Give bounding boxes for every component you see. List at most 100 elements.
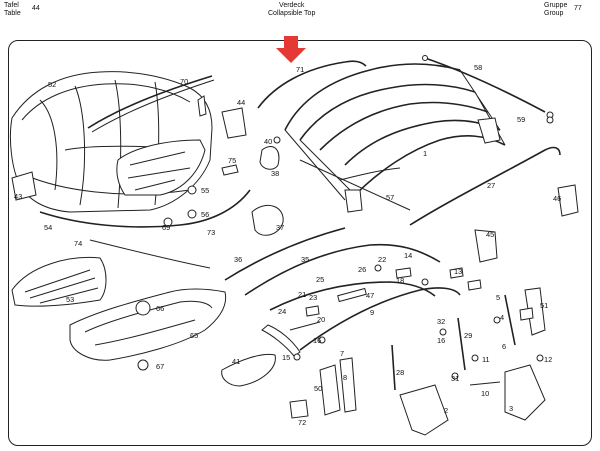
link-29 [457,317,466,371]
knob-66 [135,300,151,316]
callout-5: 5 [496,293,500,302]
clip-72 [289,399,309,419]
front-header-bow [257,60,367,109]
side-rail-rod [422,55,554,119]
callout-45: 45 [486,230,494,239]
rod-10 [469,381,501,386]
bracket-37 [251,204,284,236]
clip-75 [221,164,239,176]
callout-40: 40 [264,137,272,146]
callout-8: 8 [343,373,347,382]
header-verdeck: Verdeck [279,2,305,9]
callout-54: 54 [44,223,52,232]
header-group-info: Gruppe Group 77 [544,2,582,18]
clip-5 [519,307,534,321]
clip-13 [449,267,464,279]
callout-72: 72 [298,418,306,427]
callout-14: 14 [404,251,412,260]
callout-35: 35 [301,255,309,264]
link-28 [391,344,396,391]
header-title: Verdeck Collapsible Top [268,2,315,18]
side-rail-lower [409,146,561,226]
bracket-50 [319,364,341,416]
washer-22 [421,278,429,286]
top-frame-assembly [284,63,506,213]
callout-51: 51 [540,301,548,310]
header-collapsible-top: Collapsible Top [268,10,316,17]
callout-41: 41 [232,357,240,366]
callout-22: 22 [378,255,386,264]
washer-15 [293,353,301,361]
washer-69 [163,217,173,227]
callout-38: 38 [271,169,279,178]
bracket-45 [474,229,498,263]
hinge-2 [399,384,449,436]
callout-55: 55 [201,186,209,195]
frame-rail-9 [299,287,461,351]
callout-31: 31 [451,374,459,383]
callout-56: 56 [201,210,209,219]
clip-18 [467,279,482,291]
header-table: Table [4,10,21,17]
callout-18: 18 [396,276,404,285]
rear-window-pane [11,257,107,307]
frame-rail-26 [244,243,441,296]
callout-24: 24 [278,307,286,316]
link-51 [524,287,546,336]
nut-31 [451,372,459,380]
callout-53: 53 [66,295,74,304]
callout-23: 23 [309,293,317,302]
callout-66: 66 [156,304,164,313]
callout-43: 43 [14,192,22,201]
washer-12 [536,354,544,362]
strip-47 [337,287,367,303]
washer-4 [493,316,501,324]
callout-71: 71 [296,65,304,74]
callout-57: 57 [386,193,394,202]
header-tafel: Tafel [4,2,19,9]
bracket-38 [259,146,280,170]
rear-seal-frame [69,288,227,361]
callout-70: 70 [180,77,188,86]
link-6 [504,294,516,346]
washer-32 [439,328,447,336]
header-table-number: 44 [32,5,40,12]
callout-1: 1 [423,149,427,158]
callout-75: 75 [228,156,236,165]
soft-top-cover [9,71,215,213]
bracket-46 [557,184,579,217]
callout-37: 37 [276,223,284,232]
callout-7: 7 [340,349,344,358]
callout-50: 50 [314,384,322,393]
bracket-8 [339,357,357,413]
callout-69: 69 [162,223,170,232]
washer-16 [318,336,326,344]
rod-20 [289,321,321,331]
callout-47: 47 [366,291,374,300]
callout-59: 59 [517,115,525,124]
callout-67: 67 [156,362,164,371]
callout-65: 65 [190,331,198,340]
washer-40 [273,136,281,144]
callout-27: 27 [487,181,495,190]
seal-strip-54 [39,189,251,228]
header-group-number: 77 [574,5,582,12]
callout-36: 36 [234,255,242,264]
bracket-41 [221,353,276,387]
callout-52: 52 [48,80,56,89]
latch-43 [11,171,37,201]
callout-4: 4 [500,313,504,322]
diagram-frame [8,40,592,446]
callout-6: 6 [502,342,506,351]
callout-12: 12 [544,355,552,364]
clip-23 [305,305,320,317]
callout-28: 28 [396,368,404,377]
callout-9: 9 [370,308,374,317]
callout-73: 73 [207,228,215,237]
hinge-3 [504,364,546,421]
callout-32: 32 [437,317,445,326]
strip-74 [89,239,211,269]
tension-rod [299,159,411,211]
callout-3: 3 [509,404,513,413]
